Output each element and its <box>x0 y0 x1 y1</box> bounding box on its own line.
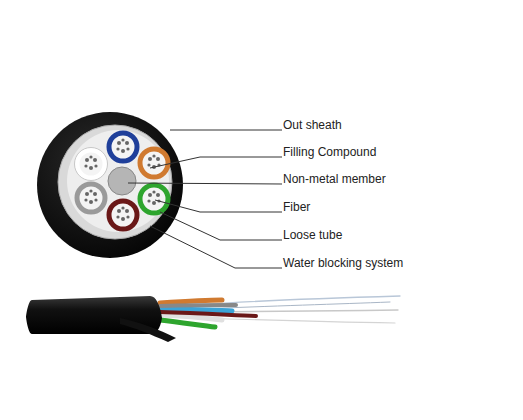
part-label: Out sheath <box>283 118 342 132</box>
part-label: Loose tube <box>283 228 342 242</box>
part-label: Water blocking system <box>283 256 403 270</box>
part-label: Fiber <box>283 200 310 214</box>
part-label: Filling Compound <box>283 145 376 159</box>
cable-photo <box>26 296 400 342</box>
leader-lines <box>128 130 282 268</box>
part-label: Non-metal member <box>283 172 386 186</box>
cable-cross-section <box>37 112 183 258</box>
